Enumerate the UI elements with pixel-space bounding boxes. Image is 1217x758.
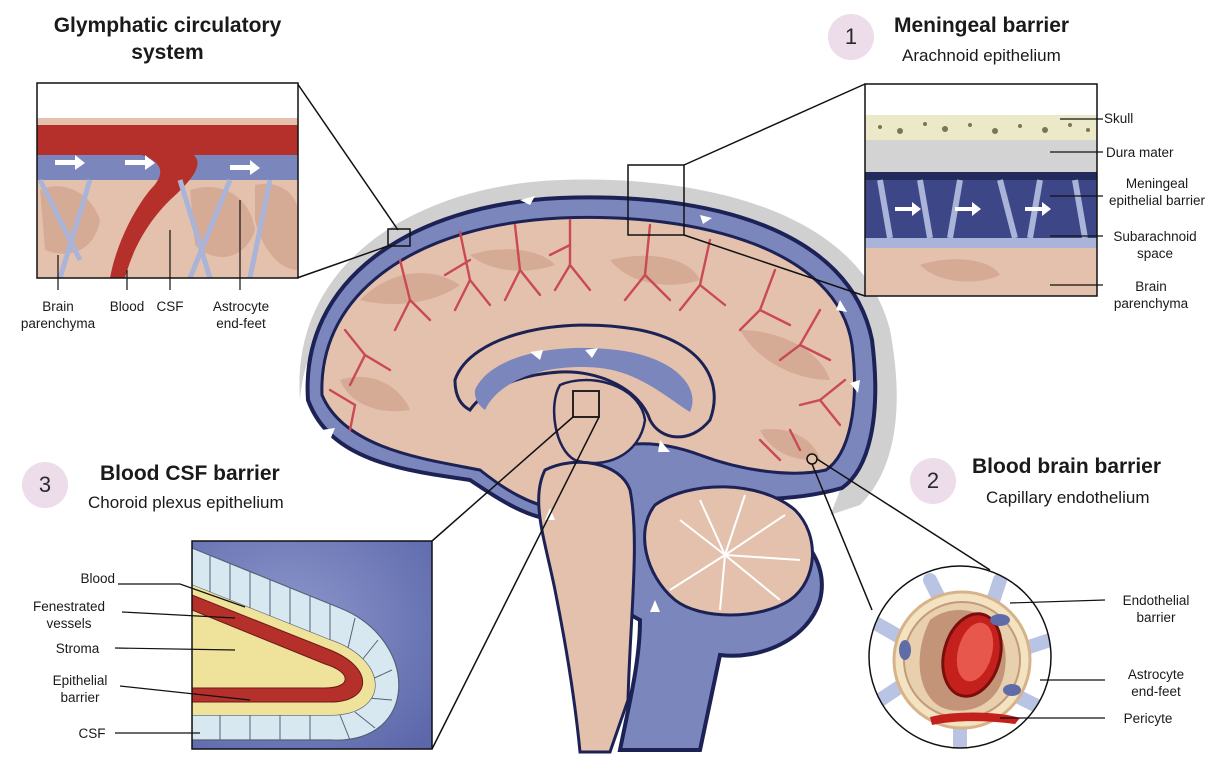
cerebellum [645,487,813,615]
bcsf-badge: 3 [22,462,68,508]
label-brain-parenchyma-glymphatic: Brain parenchyma [8,298,108,332]
brainstem [539,462,635,752]
label-stroma: Stroma [40,640,115,657]
meningeal-badge: 1 [828,14,874,60]
bcsf-title: Blood CSF barrier [100,462,280,486]
label-epithelial-barrier: Epithelial barrier [38,672,122,706]
label-dura-mater: Dura mater [1106,144,1206,161]
label-skull: Skull [1104,110,1164,127]
meningeal-inset [865,84,1103,296]
capillary-inset [869,566,1105,748]
label-subarachnoid-space: Subarachnoid space [1100,228,1210,262]
label-endothelial-barrier: Endothelial barrier [1106,592,1206,626]
bbb-badge: 2 [910,458,956,504]
glymphatic-title: Glymphatic circulatory system [0,12,335,66]
label-blood-bcsf: Blood [30,570,115,587]
label-brain-parenchyma-meningeal: Brain parenchyma [1096,278,1206,312]
label-astrocyte-glymphatic: Astrocyte end-feet [200,298,282,332]
bbb-title: Blood brain barrier [972,455,1161,479]
label-astrocyte-bbb: Astrocyte end-feet [1108,666,1204,700]
label-pericyte: Pericyte [1108,710,1188,727]
choroid-plexus-inset [115,541,432,749]
label-fenestrated-vessels: Fenestrated vessels [16,598,122,632]
glymphatic-inset [37,83,298,290]
bcsf-subtitle: Choroid plexus epithelium [88,493,284,513]
label-csf-bcsf: CSF [72,725,112,742]
label-blood-glymphatic: Blood [102,298,152,315]
meningeal-title: Meningeal barrier [894,14,1069,38]
capillary-marker [807,454,817,464]
label-meningeal-epithelial-barrier: Meningeal epithelial barrier [1098,175,1216,209]
meningeal-subtitle: Arachnoid epithelium [902,46,1061,66]
label-csf-glymphatic: CSF [152,298,188,315]
bbb-subtitle: Capillary endothelium [986,488,1149,508]
